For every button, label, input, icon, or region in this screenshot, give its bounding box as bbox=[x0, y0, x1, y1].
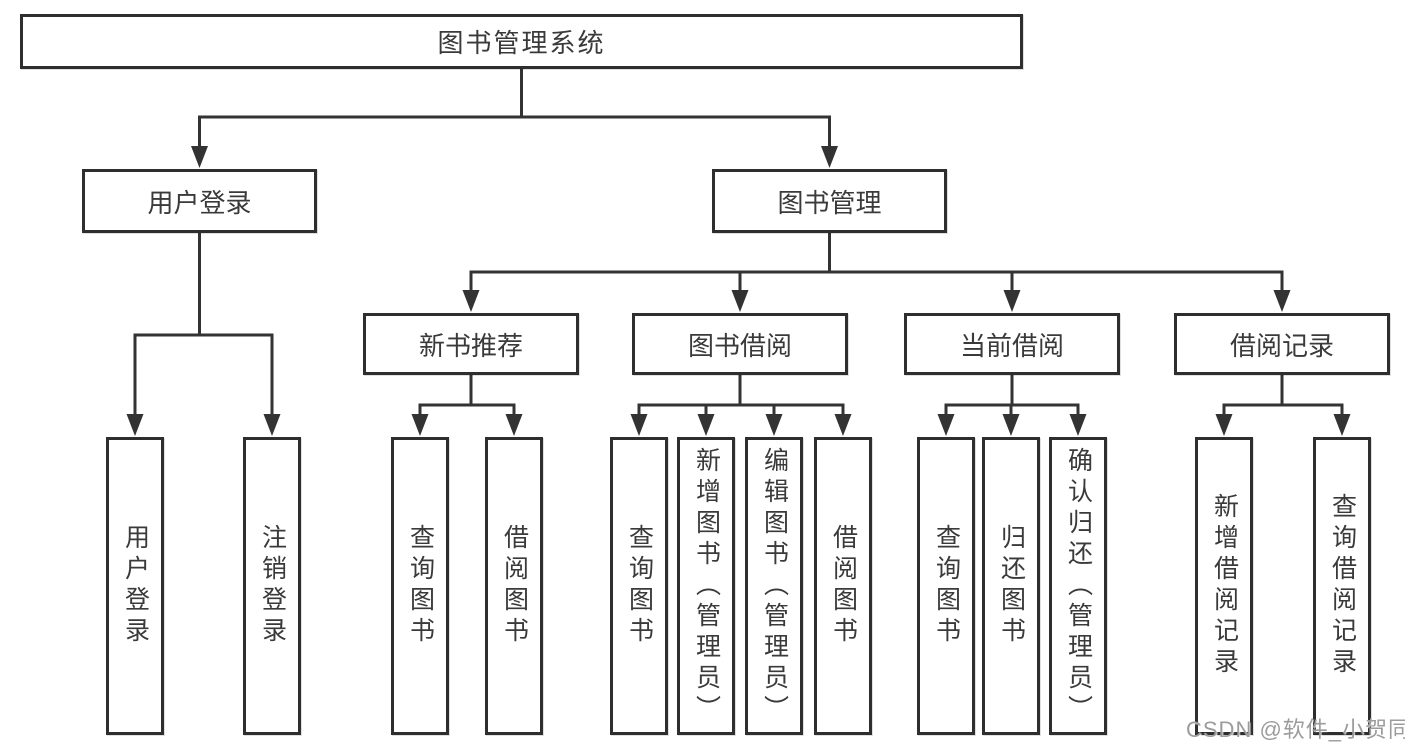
node-label: 用户登录 bbox=[147, 187, 252, 218]
leaf-edit-book-admin: 编辑图书（管理员） bbox=[745, 437, 803, 735]
leaf-borrow-book-recommend: 借阅图书 bbox=[485, 437, 543, 735]
leaf-query-book-recommend: 查询图书 bbox=[391, 437, 449, 735]
node-library-management-system: 图书管理系统 bbox=[20, 14, 1023, 69]
leaf-user-login: 用户登录 bbox=[106, 437, 164, 735]
node-user-login: 用户登录 bbox=[82, 169, 317, 233]
node-new-book-recommend: 新书推荐 bbox=[363, 313, 579, 375]
node-label: 图书管理 bbox=[777, 187, 882, 218]
node-label: 借阅记录 bbox=[1229, 330, 1334, 361]
node-label: 当前借阅 bbox=[959, 330, 1064, 361]
leaf-borrow-book: 借阅图书 bbox=[814, 437, 872, 735]
node-label: 新书推荐 bbox=[418, 330, 523, 361]
node-label: 新增借阅记录 bbox=[1210, 493, 1239, 679]
node-label: 查询图书 bbox=[932, 524, 961, 648]
node-label: 查询图书 bbox=[625, 524, 654, 648]
node-label: 借阅图书 bbox=[829, 524, 858, 648]
node-book-management: 图书管理 bbox=[712, 169, 947, 233]
leaf-logout: 注销登录 bbox=[243, 437, 301, 735]
leaf-query-book-borrowing: 查询图书 bbox=[610, 437, 668, 735]
node-borrowing-records: 借阅记录 bbox=[1174, 313, 1390, 375]
node-current-borrowing: 当前借阅 bbox=[904, 313, 1120, 375]
leaf-query-book-current: 查询图书 bbox=[917, 437, 975, 735]
csdn-watermark: CSDN @软件_小贺同学 bbox=[1186, 717, 1405, 742]
node-book-borrowing: 图书借阅 bbox=[632, 313, 848, 375]
node-label: 确认归还（管理员） bbox=[1064, 446, 1093, 726]
node-label: 查询借阅记录 bbox=[1328, 493, 1357, 679]
leaf-return-book: 归还图书 bbox=[982, 437, 1040, 735]
arrowhead-icons bbox=[126, 146, 1351, 436]
node-label: 新增图书（管理员） bbox=[692, 446, 721, 726]
leaf-confirm-return-admin: 确认归还（管理员） bbox=[1049, 437, 1107, 735]
leaf-add-borrow-record: 新增借阅记录 bbox=[1195, 437, 1253, 735]
node-label: 注销登录 bbox=[258, 524, 287, 648]
node-label: 用户登录 bbox=[121, 524, 150, 648]
leaf-query-borrow-record: 查询借阅记录 bbox=[1313, 437, 1371, 735]
node-label: 编辑图书（管理员） bbox=[760, 446, 789, 726]
leaf-add-book-admin: 新增图书（管理员） bbox=[677, 437, 735, 735]
node-label: 图书管理系统 bbox=[437, 28, 606, 58]
node-label: 借阅图书 bbox=[500, 524, 529, 648]
node-label: 归还图书 bbox=[997, 524, 1026, 648]
node-label: 图书借阅 bbox=[687, 330, 792, 361]
node-label: 查询图书 bbox=[406, 524, 435, 648]
